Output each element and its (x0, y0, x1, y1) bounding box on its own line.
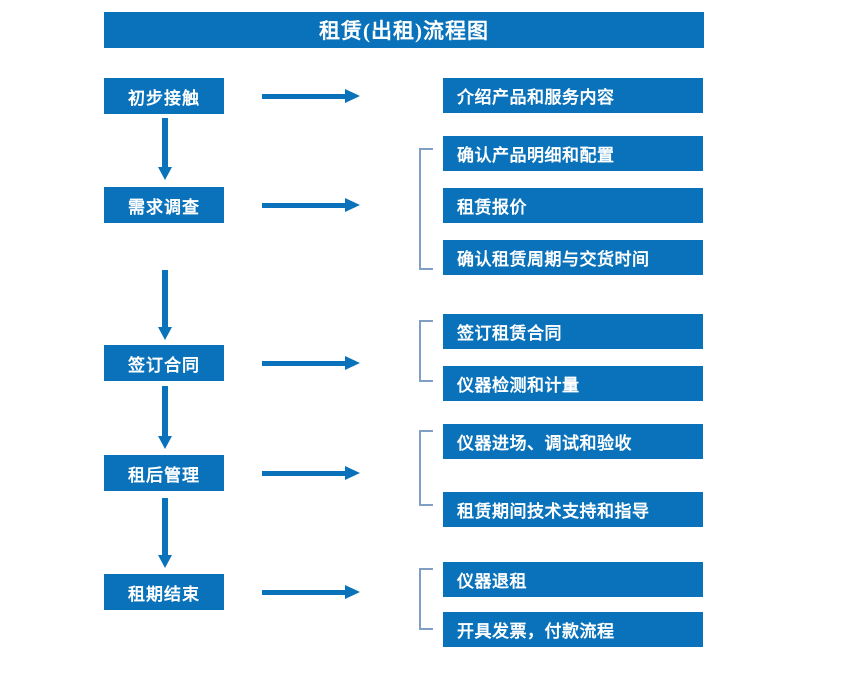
horizontal-arrow-icon (262, 89, 360, 103)
detail-label: 签订租赁合同 (457, 324, 562, 343)
diagram-title-banner: 租赁(出租)流程图 (104, 12, 704, 48)
vertical-arrow-icon (158, 270, 172, 340)
detail-label: 介绍产品和服务内容 (457, 88, 615, 107)
detail-label: 仪器进场、调试和验收 (457, 434, 632, 453)
group-bracket-icon (419, 148, 433, 270)
horizontal-arrow-icon (262, 198, 360, 212)
stage-node-post-rental-management[interactable]: 租后管理 (104, 455, 224, 491)
stage-node-rental-end[interactable]: 租期结束 (104, 574, 224, 610)
detail-label: 仪器退租 (457, 572, 527, 591)
vertical-arrow-icon (158, 498, 172, 568)
stage-label: 租后管理 (128, 465, 200, 485)
detail-node-sign-rental-contract[interactable]: 签订租赁合同 (443, 314, 703, 349)
vertical-arrow-icon (158, 118, 172, 180)
horizontal-arrow-icon (262, 585, 360, 599)
horizontal-arrow-icon (262, 356, 360, 370)
page-title: 租赁(出租)流程图 (319, 19, 489, 43)
stage-label: 需求调查 (128, 197, 200, 217)
stage-node-requirement-survey[interactable]: 需求调查 (104, 187, 224, 223)
detail-node-invoice-payment[interactable]: 开具发票，付款流程 (443, 612, 703, 647)
group-bracket-icon (419, 430, 433, 506)
detail-node-technical-support[interactable]: 租赁期间技术支持和指导 (443, 492, 703, 527)
detail-label: 开具发票，付款流程 (457, 622, 615, 641)
detail-label: 仪器检测和计量 (457, 376, 580, 395)
detail-node-instrument-inspection[interactable]: 仪器检测和计量 (443, 366, 703, 401)
horizontal-arrow-icon (262, 466, 360, 480)
group-bracket-icon (419, 568, 433, 630)
detail-node-rental-quotation[interactable]: 租赁报价 (443, 188, 703, 223)
detail-label: 确认租赁周期与交货时间 (457, 250, 650, 269)
detail-label: 确认产品明细和配置 (457, 146, 615, 165)
detail-node-confirm-period-delivery[interactable]: 确认租赁周期与交货时间 (443, 240, 703, 275)
vertical-arrow-icon (158, 386, 172, 449)
detail-node-confirm-product-spec[interactable]: 确认产品明细和配置 (443, 136, 703, 171)
detail-node-instrument-onsite[interactable]: 仪器进场、调试和验收 (443, 424, 703, 459)
detail-label: 租赁报价 (457, 198, 527, 217)
detail-node-introduce-products[interactable]: 介绍产品和服务内容 (443, 78, 703, 113)
stage-node-sign-contract[interactable]: 签订合同 (104, 345, 224, 381)
detail-node-instrument-return[interactable]: 仪器退租 (443, 562, 703, 597)
stage-label: 租期结束 (128, 584, 200, 604)
stage-node-initial-contact[interactable]: 初步接触 (104, 78, 224, 114)
group-bracket-icon (419, 320, 433, 382)
stage-label: 签订合同 (128, 355, 200, 375)
stage-label: 初步接触 (128, 88, 200, 108)
detail-label: 租赁期间技术支持和指导 (457, 502, 650, 521)
